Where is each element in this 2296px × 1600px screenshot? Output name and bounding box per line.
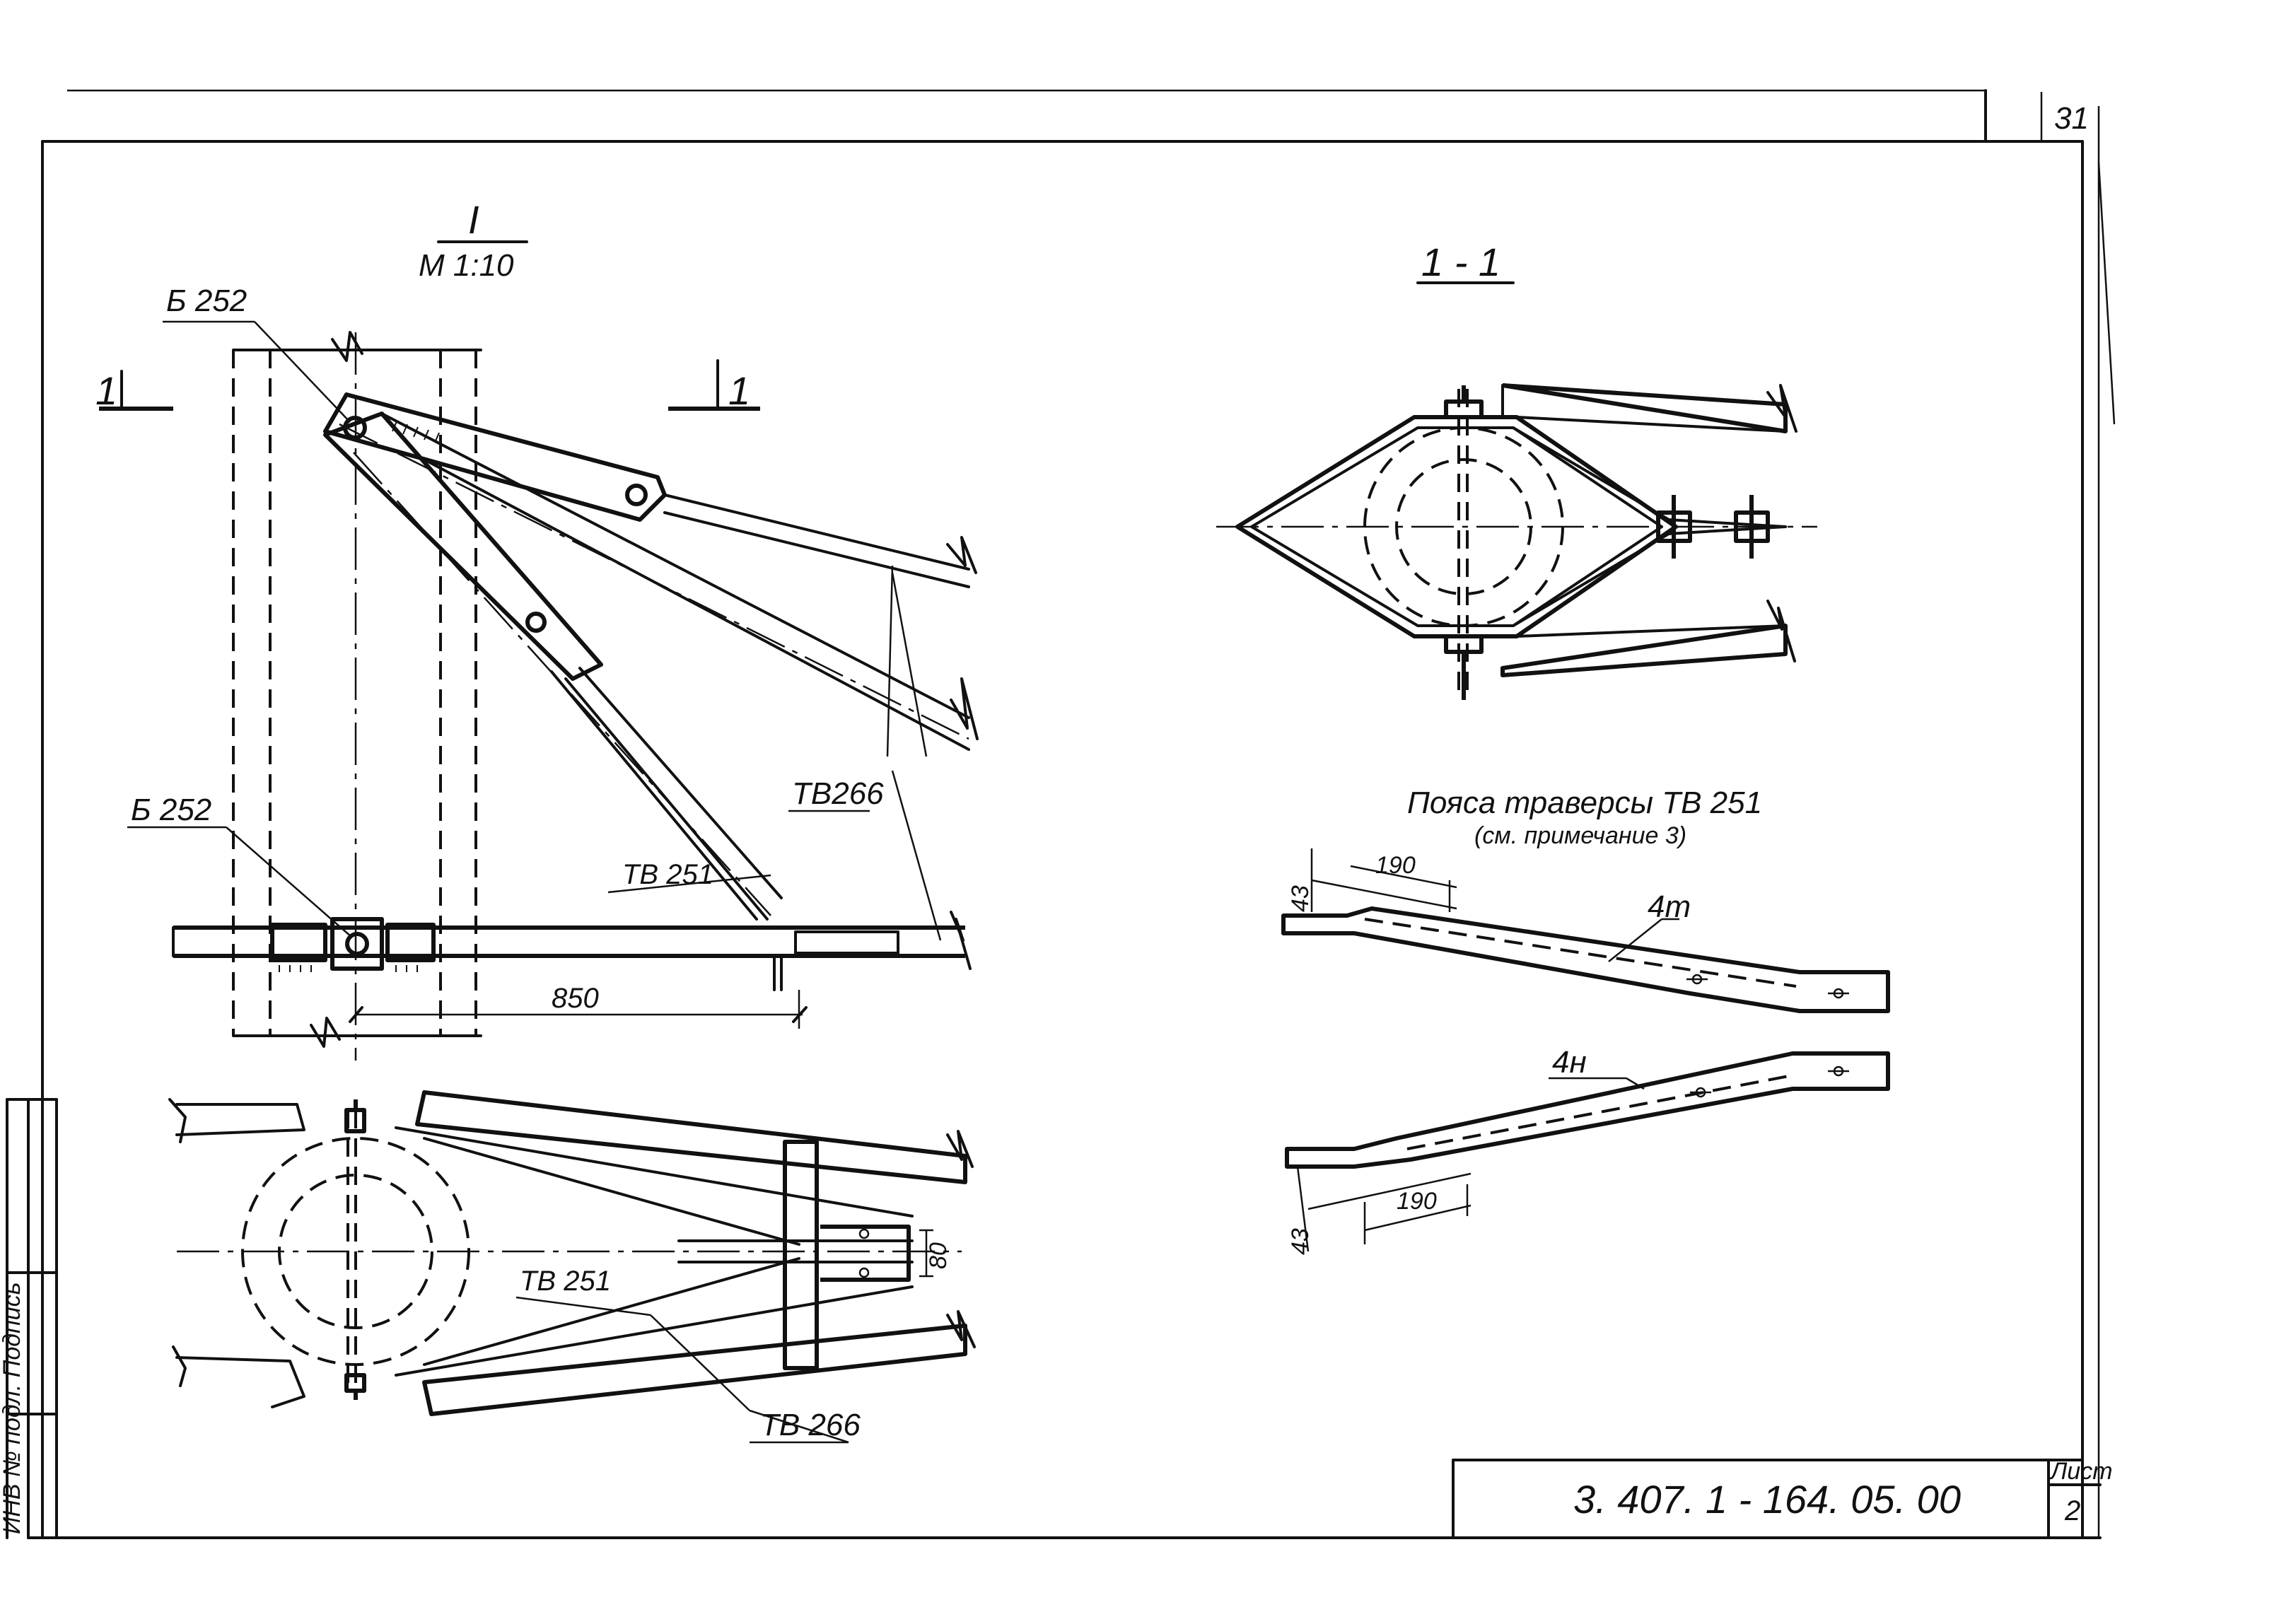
section-1-1-drawing xyxy=(1216,383,1817,700)
belt-lower xyxy=(1285,1051,1890,1252)
belt-upper-mark: 4т xyxy=(1648,889,1691,924)
belt-upper-dim-43: 43 xyxy=(1287,885,1314,912)
belt-upper xyxy=(1281,848,1890,1013)
label-b252-bottom: Б 252 xyxy=(131,793,211,827)
belts-subtitle: (см. примечание 3) xyxy=(1474,822,1686,849)
label-tb251-view-I: ТВ 251 xyxy=(622,859,713,890)
document-code: 3. 407. 1 - 164. 05. 00 xyxy=(1573,1477,1961,1522)
label-b252-top: Б 252 xyxy=(166,284,247,318)
view-I-scale: М 1:10 xyxy=(419,248,514,283)
dim-80-label: 80 xyxy=(925,1242,952,1269)
leaders-view-I xyxy=(127,320,942,941)
title-block xyxy=(1452,1459,2102,1539)
cut-mark-right xyxy=(668,359,760,411)
plan-view xyxy=(168,1090,976,1444)
sheet-number: 2 xyxy=(2064,1495,2080,1526)
belt-lower-mark: 4н xyxy=(1552,1045,1587,1080)
view-I-title: I xyxy=(468,197,479,242)
label-tb266-plan: ТВ 266 xyxy=(760,1408,861,1442)
section-1-1-title: 1 - 1 xyxy=(1421,240,1500,284)
dim-850 xyxy=(349,990,808,1029)
upper-bracket xyxy=(323,392,969,916)
belts-title: Пояса траверсы ТВ 251 xyxy=(1407,786,1762,820)
belt-upper-dim-190: 190 xyxy=(1375,852,1416,879)
cut-mark-left-label: 1 xyxy=(95,368,117,413)
sheet-label: Лист xyxy=(2049,1458,2113,1485)
page-number: 31 xyxy=(2054,101,2089,136)
label-tb266-view-I: ТВ266 xyxy=(792,776,884,811)
cut-mark-right-label: 1 xyxy=(728,368,750,413)
side-stamp-text: ИНВ № подл. Подпись xyxy=(0,1282,25,1534)
upper-rod xyxy=(380,412,979,751)
cut-mark-left xyxy=(99,370,173,411)
dim-850-label: 850 xyxy=(552,983,599,1014)
belt-lower-dim-190: 190 xyxy=(1397,1188,1437,1215)
belt-lower-dim-43: 43 xyxy=(1287,1228,1314,1255)
sheet-frame xyxy=(6,89,2116,1539)
label-tb251-plan: ТВ 251 xyxy=(520,1266,611,1297)
horizontal-beam xyxy=(172,911,972,991)
